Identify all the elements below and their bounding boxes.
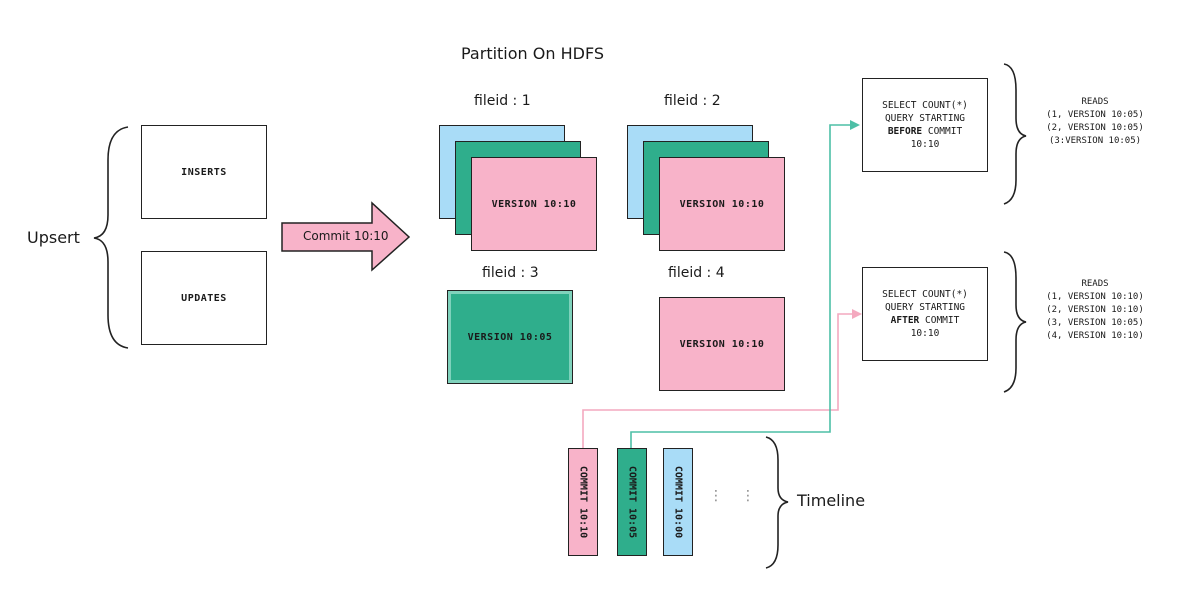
timeline-label: Timeline [797,491,866,510]
reads-after-title: READS [1081,279,1109,289]
query-after-line2: QUERY STARTING [884,302,966,313]
timeline-ellipsis-2: ⋮ [741,488,755,504]
commit-1000: COMMIT 10:00 [663,448,693,556]
upsert-brace [93,126,129,349]
file-4-version-pink: VERSION 10:10 [659,297,785,391]
fileid-3-label: fileid : 3 [482,265,539,281]
reads-after-item: (2, VERSION 10:10) [1046,305,1144,315]
query-after-line4: 10:10 [910,328,940,339]
reads-before-title: READS [1081,97,1109,107]
file-3-version-green: VERSION 10:05 [447,290,573,384]
upsert-label: Upsert [27,228,80,247]
fileid-4-label: fileid : 4 [668,265,725,281]
reads-brace-1 [1003,63,1027,205]
fileid-1-label: fileid : 1 [474,93,531,109]
partition-title: Partition On HDFS [461,44,605,63]
updates-box: UPDATES [141,251,267,345]
file-1-version-label: VERSION 10:10 [491,198,577,210]
query-after-line1: SELECT COUNT(*) [882,289,968,300]
commit-1005: COMMIT 10:05 [617,448,647,556]
reads-brace-2 [1003,251,1027,393]
query-before-line4: 10:10 [910,139,940,150]
inserts-box: INSERTS [141,125,267,219]
timeline-ellipsis-1: ⋮ [709,488,723,504]
file-1-version-pink: VERSION 10:10 [471,157,597,251]
timeline-brace [765,436,789,569]
file-2-version-label: VERSION 10:10 [679,198,765,210]
file-4-version-label: VERSION 10:10 [679,338,765,350]
commit-1000-label: COMMIT 10:00 [672,465,684,539]
reads-before-item: (1, VERSION 10:05) [1046,110,1144,120]
reads-after-item: (4, VERSION 10:10) [1046,331,1144,341]
query-before-line1: SELECT COUNT(*) [882,100,968,111]
query-after-rest: COMMIT [919,315,960,326]
file-3-version-label: VERSION 10:05 [467,331,553,343]
pink-connector [582,313,855,448]
teal-connector [630,124,851,448]
commit-arrow-shape [281,201,411,272]
query-after-emph: AFTER [890,315,920,326]
reads-after-item: (3, VERSION 10:05) [1046,318,1144,328]
query-before-line2: QUERY STARTING [884,113,966,124]
commit-1010: COMMIT 10:10 [568,448,598,556]
query-before-box: SELECT COUNT(*) QUERY STARTING BEFORE CO… [862,78,988,172]
commit-arrow-label: Commit 10:10 [303,229,389,243]
commit-1010-label: COMMIT 10:10 [577,465,589,539]
reads-before: READS (1, VERSION 10:05) (2, VERSION 10:… [1030,96,1160,148]
commit-1005-label: COMMIT 10:05 [626,465,638,539]
query-before-rest: COMMIT [922,126,963,137]
reads-before-item: (3:VERSION 10:05) [1048,136,1142,146]
fileid-2-label: fileid : 2 [664,93,721,109]
reads-after: READS (1, VERSION 10:10) (2, VERSION 10:… [1030,278,1160,343]
reads-after-item: (1, VERSION 10:10) [1046,292,1144,302]
updates-label: UPDATES [181,292,227,304]
inserts-label: INSERTS [181,166,227,178]
file-2-version-pink: VERSION 10:10 [659,157,785,251]
query-after-box: SELECT COUNT(*) QUERY STARTING AFTER COM… [862,267,988,361]
query-before-emph: BEFORE [887,126,923,137]
reads-before-item: (2, VERSION 10:05) [1046,123,1144,133]
